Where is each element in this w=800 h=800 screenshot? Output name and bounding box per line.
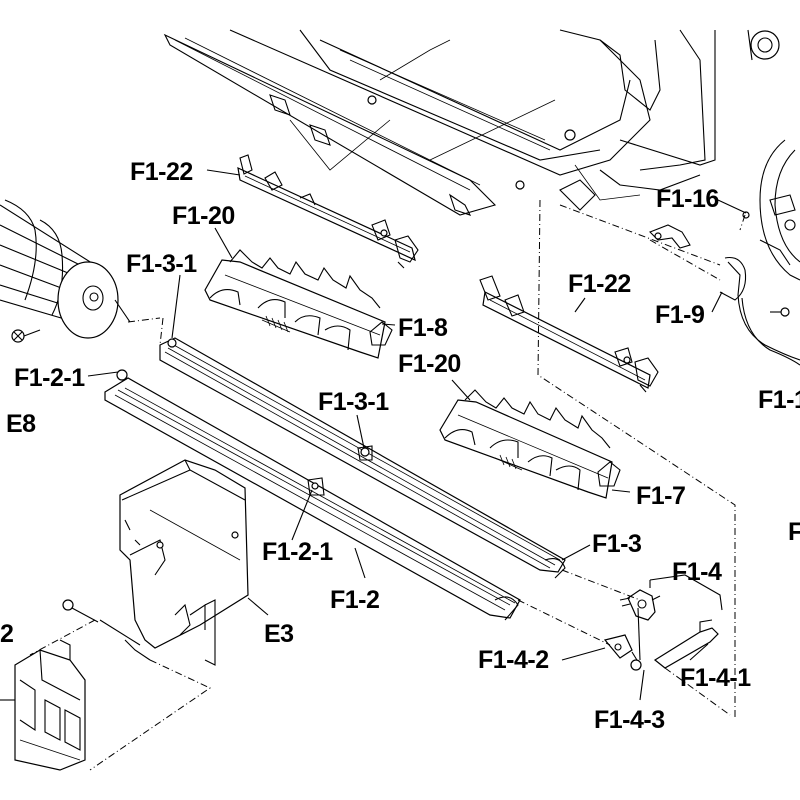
explosion-lines [29,199,746,771]
louver-link-f1-22-lower [479,275,659,393]
link-assembly-f1-4 [603,589,719,671]
flap-f1-3 [159,337,566,579]
label-f1-20-upper: F1-20 [172,202,235,230]
label-f1-1-cut: F1-1 [758,386,800,414]
label-cut-2: 2 [0,620,13,648]
motor-housing [747,29,800,281]
label-f1-3-1-lower: F1-3-1 [318,388,389,416]
cross-flow-fan [0,199,131,343]
part-labels: F1-22 F1-20 F1-3-1 F1-8 F1-2-1 E8 F1-16 … [0,158,800,734]
label-f1-16: F1-16 [656,185,719,213]
label-f1-2-1-upper: F1-2-1 [14,364,85,392]
control-box-e3 [62,459,249,666]
leader-lines [87,169,747,701]
louver-link-f1-22-upper [237,154,419,269]
label-f1-22-upper: F1-22 [130,158,193,186]
label-f-cut: F [788,518,800,546]
small-parts-f1-16-f1-9 [649,211,800,366]
label-f1-8: F1-8 [398,314,448,342]
f1-4-bracket [649,574,723,611]
louver-frame-f1-20-lower [439,389,621,499]
label-e3: E3 [264,620,294,648]
label-e8: E8 [6,410,36,438]
label-f1-22-lower: F1-22 [568,270,631,298]
main-chassis-frame [163,29,716,216]
label-f1-2-1-lower: F1-2-1 [262,538,333,566]
label-f1-4: F1-4 [672,558,722,586]
label-f1-3-1-upper: F1-3-1 [126,250,197,278]
flap-f1-2 [104,369,521,621]
bottom-left-bracket [0,639,86,771]
label-f1-3: F1-3 [592,530,641,558]
label-f1-4-2: F1-4-2 [478,646,549,674]
label-f1-4-1: F1-4-1 [680,664,751,692]
label-f1-2: F1-2 [330,586,379,614]
louver-frame-f1-20-upper [204,249,393,359]
label-f1-7: F1-7 [636,482,685,510]
label-f1-9: F1-9 [655,301,704,329]
label-f1-20-lower: F1-20 [398,350,461,378]
label-f1-4-3: F1-4-3 [594,706,665,734]
